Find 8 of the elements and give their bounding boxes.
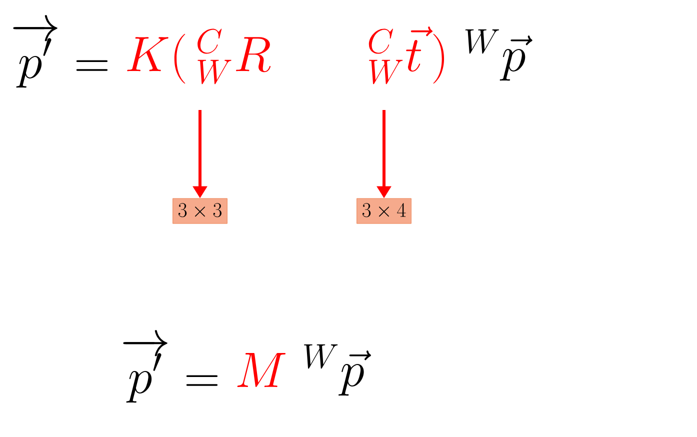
formula: $M$ — [237, 353, 286, 388]
formula: ${}^{W}\vec{p}$ — [304, 344, 371, 396]
formula: $\overrightarrow{p'} =$ — [123, 330, 218, 403]
size-box: $3 \times 4$ — [356, 198, 412, 224]
formula: ${}^{W}\vec{p}$ — [465, 29, 532, 81]
formula: $\overrightarrow{p'} =$ — [13, 15, 108, 88]
formula: $K\Big(\, {}^{C}_{W}R \qquad {}^{C}_{W}\vec{t}\,\Big)$ — [127, 26, 444, 84]
size-box: $3 \times 3$ — [172, 198, 228, 224]
